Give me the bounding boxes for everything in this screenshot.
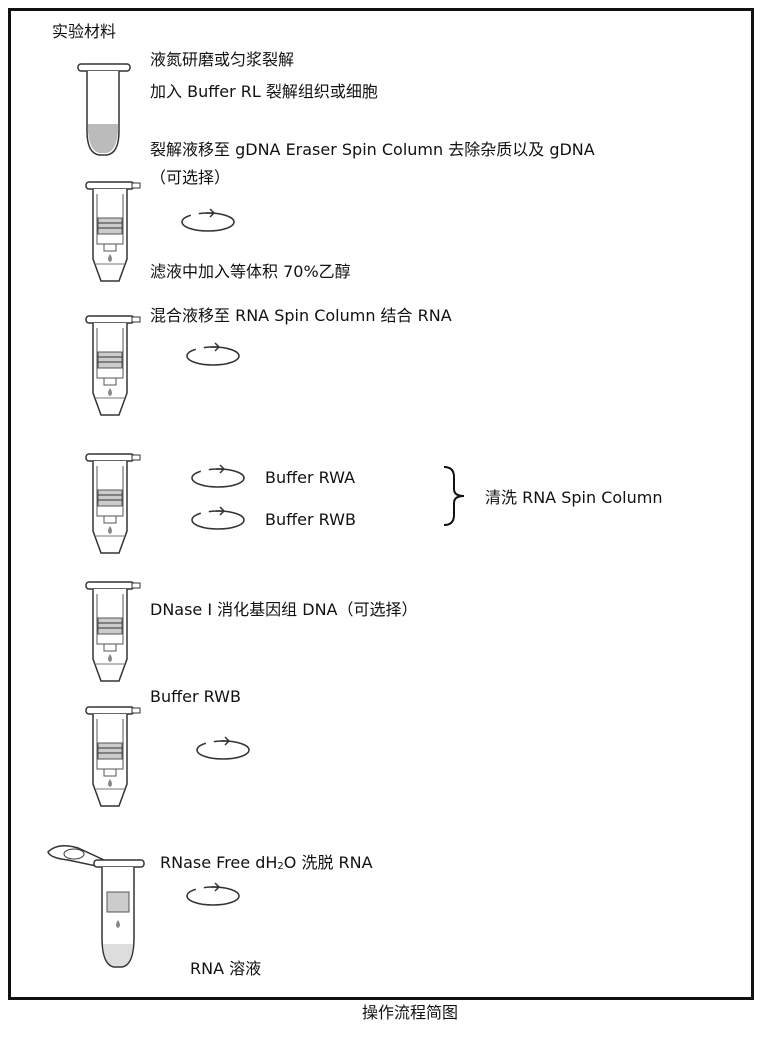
spin-column-icon <box>85 706 141 807</box>
step-rna-solution: RNA 溶液 <box>190 959 262 978</box>
step-optional: （可选择） <box>150 168 231 187</box>
centrifuge-icon <box>186 342 240 366</box>
centrifuge-icon <box>196 736 250 760</box>
step-bind-rna: 混合液移至 RNA Spin Column 结合 RNA <box>150 306 452 325</box>
step-wash-column: 清洗 RNA Spin Column <box>485 488 663 507</box>
microtube-icon <box>77 63 131 156</box>
elute-subscript: 2 <box>277 861 284 872</box>
step-ethanol: 滤液中加入等体积 70%乙醇 <box>150 262 351 281</box>
diagram-frame <box>8 8 754 1000</box>
step-grind: 液氮研磨或匀浆裂解 <box>150 50 295 69</box>
step-buffer-rwb: Buffer RWB <box>265 510 356 529</box>
centrifuge-icon <box>181 208 235 232</box>
step-gdna-eraser: 裂解液移至 gDNA Eraser Spin Column 去除杂质以及 gDN… <box>150 140 595 159</box>
step-buffer-rwa: Buffer RWA <box>265 468 356 487</box>
centrifuge-icon <box>191 506 245 530</box>
centrifuge-icon <box>191 464 245 488</box>
brace-icon <box>443 466 465 526</box>
figure-caption: 操作流程简图 <box>362 1003 459 1022</box>
spin-column-icon <box>85 581 141 682</box>
step-elute: RNase Free dH2O 洗脱 RNA <box>160 853 373 876</box>
elute-text-b: O 洗脱 RNA <box>283 853 373 872</box>
spin-column-icon <box>85 453 141 554</box>
step-buffer-rwb-2: Buffer RWB <box>150 687 241 706</box>
open-tube-icon <box>47 845 145 968</box>
centrifuge-icon <box>186 882 240 906</box>
step-dnase: DNase I 消化基因组 DNA（可选择） <box>150 600 418 619</box>
materials-title: 实验材料 <box>52 22 117 41</box>
spin-column-icon <box>85 315 141 416</box>
step-lysis: 加入 Buffer RL 裂解组织或细胞 <box>150 82 378 101</box>
spin-column-icon <box>85 181 141 282</box>
elute-text-a: RNase Free dH <box>160 853 278 872</box>
